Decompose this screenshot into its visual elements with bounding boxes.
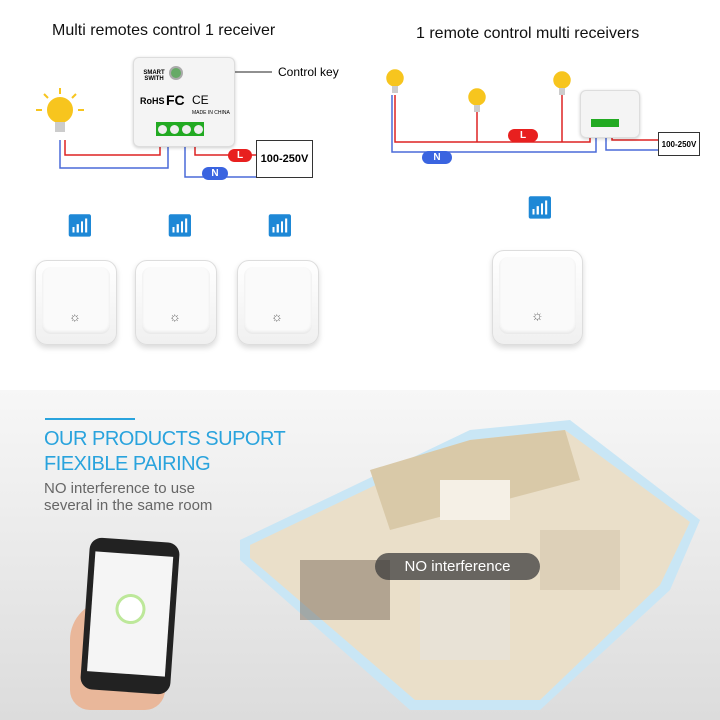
live-tag: L [508,129,538,142]
wifi-icon: 📶︎ [166,213,194,238]
subtext-line1: NO interference to use [44,480,195,497]
receiver-module: SMART SWITH RoHS FC CE MADE IN CHINA [133,57,235,147]
fc-mark: FC [166,92,185,108]
voltage-box: 100-250V [256,140,313,178]
neutral-tag: N [422,151,452,164]
wiring-diagram [36,69,658,178]
made-in-label: MADE IN CHINA [192,110,230,116]
light-icon: ☼ [169,309,181,324]
terminal-block [591,119,619,127]
light-icon: ☼ [271,309,283,324]
no-interference-badge: NO interference [375,553,540,580]
remote-switch[interactable]: ☼ [237,260,319,345]
receiver-module [580,90,640,138]
heading-line2: FIEXIBLE PAIRING [44,453,211,475]
phone-screen [87,551,174,677]
bulb-icon [386,69,571,112]
smartphone [79,537,181,695]
right-panel-title: 1 remote control multi receivers [416,25,640,42]
remote-switch[interactable]: ☼ [135,260,217,345]
live-tag: L [228,149,252,162]
bulb-icon [36,88,84,132]
power-icon[interactable] [114,593,147,626]
remote-switch[interactable]: ☼ [492,250,583,345]
wifi-icon: 📶︎ [266,213,294,238]
heading-line1: OUR PRODUCTS SUPORT [44,428,286,450]
divider [45,418,135,420]
left-panel-title: Multi remotes control 1 receiver [52,22,276,39]
receiver-brand: SMART SWITH [143,70,165,82]
terminal-block [156,122,204,136]
wifi-icon: 📶︎ [66,213,94,238]
neutral-tag: N [202,167,228,180]
voltage-box: 100-250V [658,132,700,156]
subtext-line2: several in the same room [44,497,213,514]
control-key-label: Control key [278,65,339,79]
light-icon: ☼ [69,309,81,324]
wifi-icon: 📶︎ [526,195,554,220]
remote-switch[interactable]: ☼ [35,260,117,345]
ce-mark: CE [192,93,209,107]
light-icon: ☼ [531,307,544,323]
rohs-mark: RoHS [140,96,165,106]
control-key-button[interactable] [169,66,183,80]
